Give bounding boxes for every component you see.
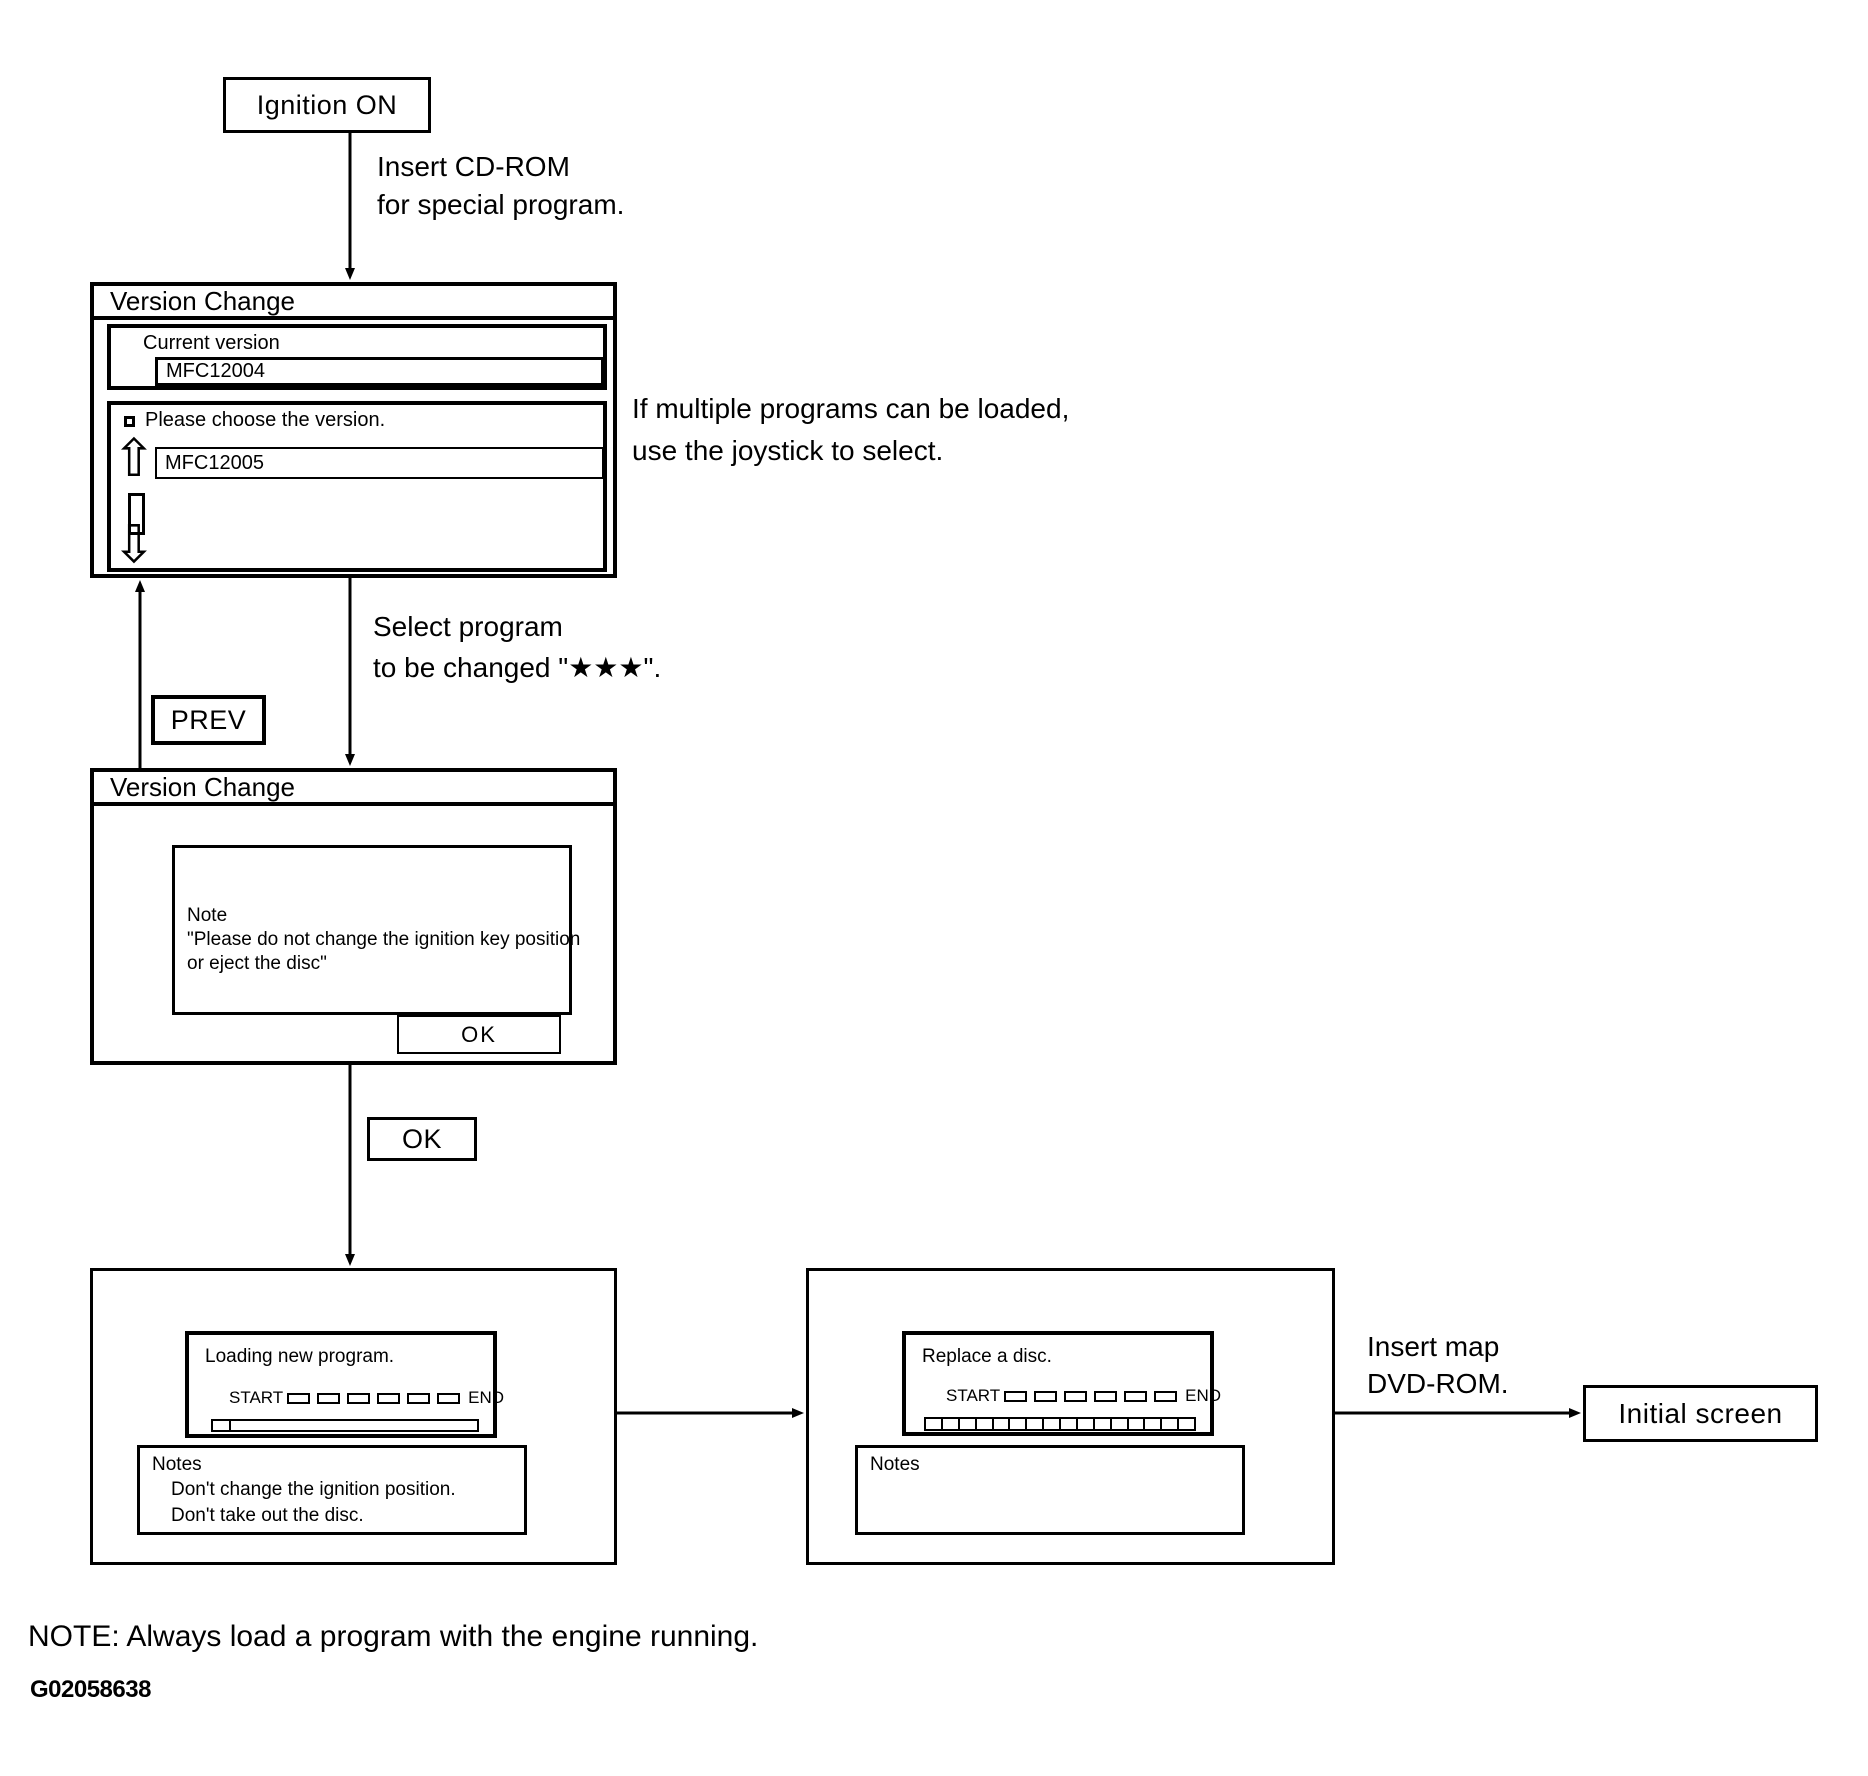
scroll-down-icon: ⇩ [112,515,156,575]
segment-boxes [287,1392,461,1404]
prev-node: PREV [151,695,266,745]
loading-notes-panel: Notes Don't change the ignition position… [137,1445,527,1535]
scroll-up-icon: ⇧ [112,429,156,489]
current-version-field: MFC12004 [155,357,604,386]
loading-screen-panel: Loading new program. START END Notes Don… [90,1268,617,1565]
insert-map-line2: DVD-ROM. [1367,1368,1509,1399]
loading-message: Loading new program. [205,1346,395,1367]
replace-progress-segments: START END [946,1386,1221,1406]
multiple-programs-note: If multiple programs can be loaded, use … [632,388,1069,472]
note-title: Note [187,905,228,926]
screen1-title: Version Change [94,286,613,320]
current-version-label: Current version [143,332,280,354]
version-change-screen-2: Version Change Note "Please do not chang… [90,768,617,1065]
select-program-line1: Select program [373,611,563,642]
select-program-label: Select program to be changed "★★★". [373,606,661,688]
replace-notes-panel: Notes [855,1445,1245,1535]
loading-dialog: Loading new program. START END [185,1331,504,1438]
note-dialog: Note "Please do not change the ignition … [172,845,580,1015]
insert-map-label: Insert map DVD-ROM. [1367,1328,1509,1402]
loading-notes-title: Notes [152,1454,202,1475]
current-version-panel: Current version MFC12004 [107,324,607,390]
ok-node: OK [367,1117,477,1161]
dialog-ok-button: OK [397,1015,561,1054]
note-line1: "Please do not change the ignition key p… [187,929,581,950]
ok-node-label: OK [401,1123,442,1154]
start-label: START [946,1386,1001,1405]
footer-note: NOTE: Always load a program with the eng… [28,1620,759,1653]
loading-progress-segments: START END [229,1388,504,1408]
multiple-programs-line1: If multiple programs can be loaded, [632,393,1070,424]
bullet-square-icon [124,416,135,427]
current-version-value: MFC12004 [166,360,265,382]
screen2-title: Version Change [94,772,613,806]
replace-message: Replace a disc. [922,1346,1052,1367]
insert-cdrom-line2: for special program. [377,189,625,220]
note-text: Note "Please do not change the ignition … [187,904,580,976]
insert-map-line1: Insert map [1367,1331,1500,1362]
replace-disc-panel: Replace a disc. START END Notes [806,1268,1335,1565]
replace-progress-bar [924,1417,1196,1431]
insert-cdrom-line1: Insert CD-ROM [377,151,570,182]
select-program-line2: to be changed "★★★". [373,652,662,683]
figure-id: G02058638 [30,1676,151,1703]
replace-notes-title: Notes [870,1454,920,1475]
replace-dialog: Replace a disc. START END [902,1331,1221,1436]
end-label: END [1185,1386,1222,1405]
note-line2: or eject the disc" [187,953,327,974]
segment-boxes [1004,1390,1178,1402]
prev-label: PREV [170,704,247,735]
version-option-field: MFC12005 [155,447,604,479]
initial-screen-label: Initial screen [1618,1397,1783,1429]
loading-notes-line1: Don't change the ignition position. [171,1479,456,1500]
initial-screen-node: Initial screen [1583,1385,1818,1442]
loading-notes-line2: Don't take out the disc. [171,1505,364,1526]
insert-cdrom-label: Insert CD-ROM for special program. [377,148,624,224]
scrollbar-track [128,493,145,535]
choose-version-panel: Please choose the version. ⇧ MFC12005 ⇩ [107,401,607,572]
version-change-screen-1: Version Change Current version MFC12004 … [90,282,617,578]
start-label: START [229,1388,284,1407]
dialog-ok-label: OK [461,1021,497,1047]
version-option-value: MFC12005 [165,451,264,474]
choose-version-label: Please choose the version. [145,409,386,431]
loading-progress-bar [211,1419,479,1432]
ignition-on-node: Ignition ON [223,77,431,133]
multiple-programs-line2: use the joystick to select. [632,435,944,466]
end-label: END [468,1388,505,1407]
ignition-on-label: Ignition ON [256,89,398,120]
